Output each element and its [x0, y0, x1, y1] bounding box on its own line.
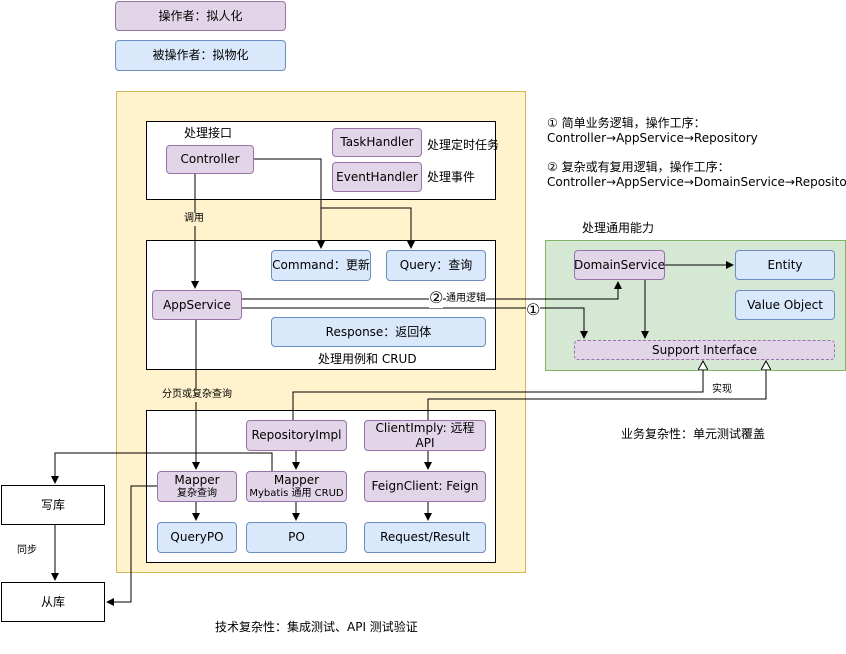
application-layer-title: 处理用例和 CRUD: [318, 352, 417, 366]
note-business-complexity: 业务复杂性：单元测试覆盖: [621, 427, 766, 441]
mapper-complex-label: Mapper: [174, 473, 220, 488]
edge-label-sync: 同步: [17, 545, 37, 556]
note-one-flow: Controller→AppService→Repository: [547, 131, 758, 145]
legend-operator: 操作者：拟人化: [115, 1, 286, 31]
task-handler-box: TaskHandler: [332, 128, 422, 157]
mapper-crud-sub: Mybatis 通用 CRUD: [249, 487, 344, 499]
edge-mapper-readdb: [106, 485, 157, 606]
request-result-box: Request/Result: [364, 522, 486, 553]
client-impl-box: ClientImply: 远程 API: [364, 420, 486, 451]
edge-label-implement: 实现: [712, 384, 732, 397]
edge-controller-query: [254, 158, 415, 249]
controller-box: Controller: [166, 145, 254, 174]
read-db-box: 从库: [1, 582, 105, 622]
legend-operated: 被操作者：拟物化: [115, 40, 286, 71]
note-tech-complexity: 技术复杂性：集成测试、API 测试验证: [215, 620, 418, 634]
note-two-title: ② 复杂或有复用逻辑，操作工序：: [547, 160, 730, 174]
edge-appservice-support: [242, 307, 588, 339]
mapper-complex-box: Mapper 复杂查询: [157, 471, 237, 502]
edge-repository-support: [292, 361, 703, 420]
entity-box: Entity: [735, 250, 835, 280]
edge-label-paging: 分页或复杂查询: [162, 389, 232, 402]
domain-service-box: DomainService: [574, 250, 665, 280]
event-handler-note: 处理事件: [427, 170, 476, 184]
app-service-box: AppService: [152, 290, 242, 320]
marker-one: ①: [526, 300, 541, 320]
feign-client-box: FeignClient: Feign: [364, 471, 486, 502]
query-po-box: QueryPO: [157, 522, 237, 553]
value-object-box: Value Object: [735, 290, 835, 320]
query-box: Query：查询: [386, 250, 486, 281]
response-box: Response：返回体: [271, 317, 486, 347]
edge-label-call: 调用: [184, 213, 204, 226]
po-box: PO: [246, 522, 347, 553]
event-handler-box: EventHandler: [332, 162, 422, 192]
task-handler-note: 处理定时任务: [427, 138, 500, 152]
edge-controller-command: [254, 158, 325, 249]
mapper-crud-label: Mapper: [273, 473, 320, 488]
note-one-title: ① 简单业务逻辑，操作工序：: [547, 116, 706, 130]
edge-label-common-logic: 通用逻辑: [446, 293, 486, 306]
edge-mapper-writedb: [51, 452, 273, 484]
note-two-flow: Controller→AppService→DomainService→Repo…: [547, 175, 846, 189]
write-db-box: 写库: [1, 485, 105, 525]
interface-layer-title: 处理接口: [184, 126, 233, 140]
edge-appservice-domainservice: [242, 281, 622, 300]
repository-impl-box: RepositoryImpl: [246, 420, 347, 451]
command-box: Command：更新: [271, 250, 371, 281]
support-interface-box: Support Interface: [574, 340, 835, 360]
mapper-complex-sub: 复杂查询: [177, 487, 217, 499]
mapper-crud-box: Mapper Mybatis 通用 CRUD: [246, 471, 347, 502]
marker-two: ②: [429, 288, 444, 308]
edge-client-support: [427, 361, 766, 420]
domain-layer-title: 处理通用能力: [582, 221, 655, 235]
